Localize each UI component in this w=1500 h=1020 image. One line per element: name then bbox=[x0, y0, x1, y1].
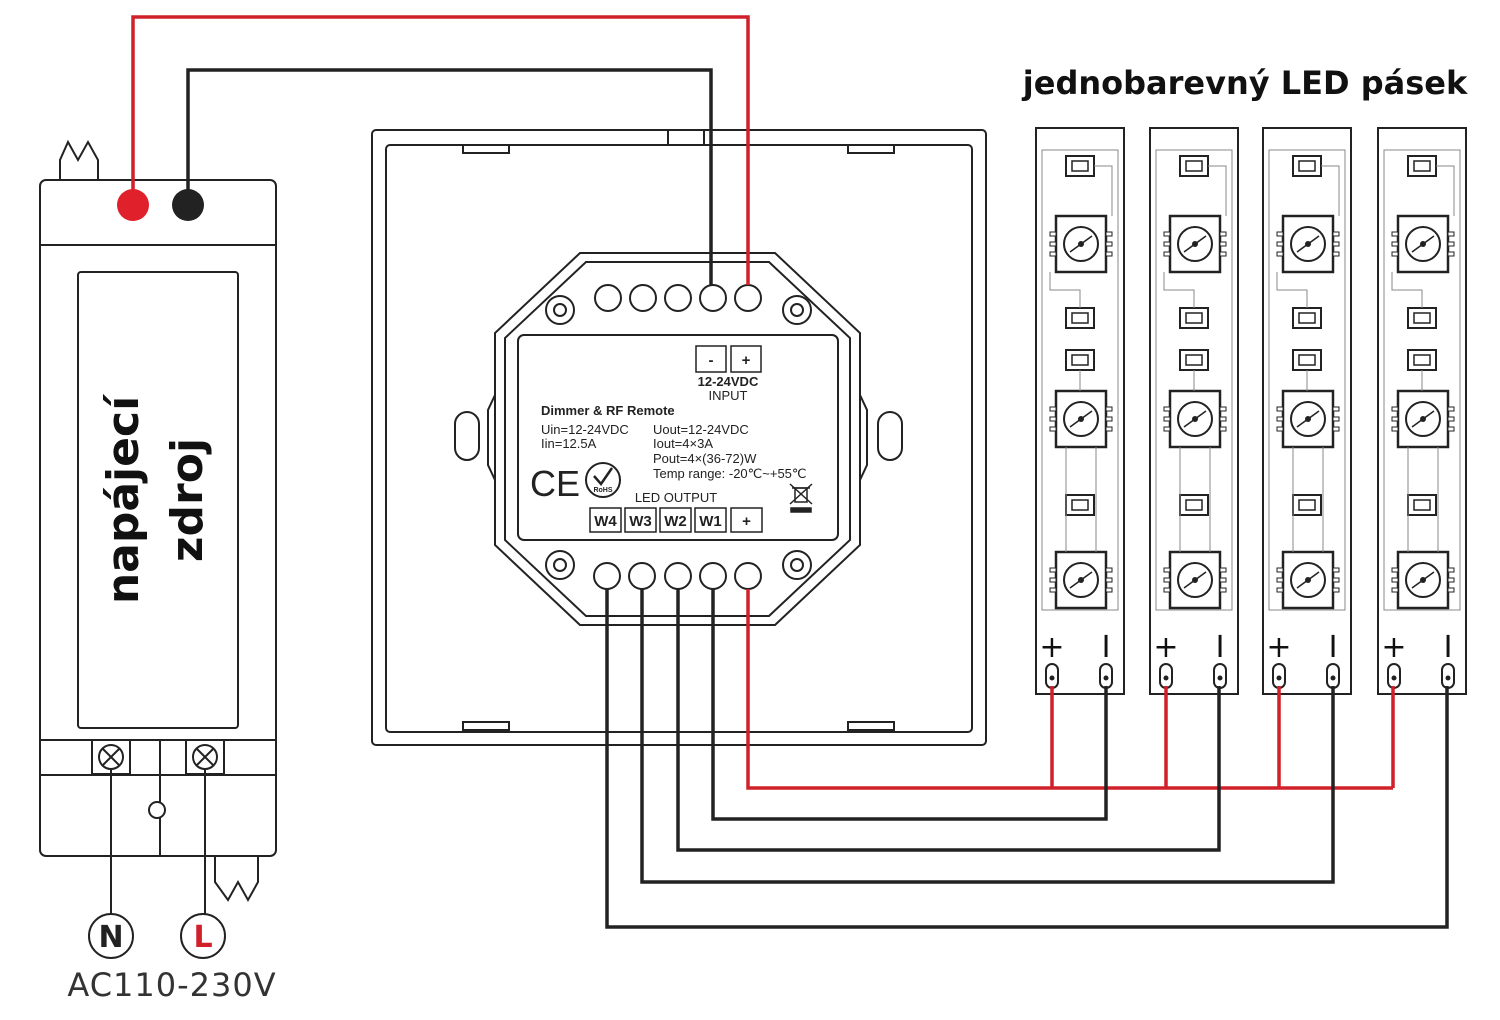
output-terminal-label: + bbox=[742, 513, 751, 530]
output-terminal-box bbox=[589, 507, 622, 533]
live-terminal bbox=[180, 913, 226, 959]
output-terminal-box bbox=[624, 507, 657, 533]
output-terminal-label: W1 bbox=[699, 513, 722, 530]
led-output-label: LED OUTPUT bbox=[635, 490, 717, 505]
output-terminal-label: W3 bbox=[629, 513, 652, 530]
led-strips: +I+I+I+I bbox=[1035, 127, 1467, 695]
live-label: L bbox=[193, 920, 212, 955]
wire-w2 bbox=[676, 589, 1221, 852]
psu-negative-terminal bbox=[172, 189, 204, 221]
output-terminal-box bbox=[659, 507, 692, 533]
psu-label-line2: zdroj bbox=[162, 438, 213, 562]
spec-uout: Uout=12-24VDC bbox=[653, 422, 749, 437]
strip-minus-label: I bbox=[1216, 630, 1225, 665]
resistor bbox=[1065, 307, 1095, 329]
rohs-icon: RoHS bbox=[585, 462, 621, 498]
strip-minus-label: I bbox=[1444, 630, 1453, 665]
resistor bbox=[1179, 494, 1209, 516]
resistor bbox=[1179, 307, 1209, 329]
input-label: INPUT bbox=[709, 388, 748, 403]
wire-common-positive bbox=[746, 589, 1393, 790]
led-strip: +I bbox=[1377, 127, 1467, 695]
rohs-label: RoHS bbox=[593, 487, 612, 494]
resistor bbox=[1292, 307, 1322, 329]
output-terminal-box bbox=[730, 507, 763, 533]
led-strip: +I bbox=[1262, 127, 1352, 695]
resistor bbox=[1292, 155, 1322, 177]
wire-w3 bbox=[640, 589, 1335, 884]
wires bbox=[131, 15, 1449, 929]
input-minus-label: - bbox=[709, 352, 714, 369]
wire-w1 bbox=[711, 589, 1108, 821]
led-strip: +I bbox=[1035, 127, 1125, 695]
psu-label: napájecí zdroj bbox=[98, 393, 213, 604]
strip-title: jednobarevný LED pásek bbox=[1021, 64, 1468, 102]
led-strip: +I bbox=[1149, 127, 1239, 695]
spec-pout: Pout=4×(36-72)W bbox=[653, 451, 757, 466]
strip-plus-label: + bbox=[1266, 630, 1291, 665]
output-terminal-box bbox=[694, 507, 727, 533]
resistor bbox=[1407, 494, 1437, 516]
output-terminal-label: W4 bbox=[594, 513, 617, 530]
resistor bbox=[1292, 349, 1322, 371]
controller-body bbox=[487, 252, 868, 626]
output-terminal-block: W4 W3 W2 W1 + bbox=[589, 507, 763, 533]
strip-plus-label: + bbox=[1381, 630, 1406, 665]
resistor bbox=[1407, 307, 1437, 329]
spec-uin: Uin=12-24VDC bbox=[541, 422, 629, 437]
psu-positive-terminal bbox=[117, 189, 149, 221]
strip-plus-label: + bbox=[1153, 630, 1178, 665]
resistor bbox=[1407, 155, 1437, 177]
ac-input: N L AC110-230V bbox=[67, 769, 276, 1004]
input-terminal-block: - + 12-24VDC INPUT bbox=[695, 345, 762, 403]
ce-mark: CE bbox=[530, 463, 580, 504]
wire-psu-negative bbox=[186, 68, 713, 285]
resistor bbox=[1179, 349, 1209, 371]
strip-plus-label: + bbox=[1039, 630, 1064, 665]
neutral-terminal bbox=[88, 913, 134, 959]
input-voltage-label: 12-24VDC bbox=[698, 374, 759, 389]
strip-minus-label: I bbox=[1102, 630, 1111, 665]
spec-iin: Iin=12.5A bbox=[541, 436, 597, 451]
power-supply bbox=[39, 139, 277, 903]
output-terminal-label: W2 bbox=[664, 513, 687, 530]
controller-name: Dimmer & RF Remote bbox=[541, 403, 675, 418]
resistor bbox=[1292, 494, 1322, 516]
spec-iout: Iout=4×3A bbox=[653, 436, 713, 451]
resistor bbox=[1065, 155, 1095, 177]
strip-minus-label: I bbox=[1329, 630, 1338, 665]
spec-temp: Temp range: -20℃~+55℃ bbox=[653, 466, 807, 481]
resistor bbox=[1179, 155, 1209, 177]
wire-psu-positive bbox=[131, 15, 750, 285]
resistor bbox=[1065, 494, 1095, 516]
resistor bbox=[1407, 349, 1437, 371]
psu-label-line1: napájecí bbox=[98, 393, 149, 604]
ac-voltage-label: AC110-230V bbox=[67, 966, 276, 1004]
wire-w4 bbox=[605, 589, 1449, 929]
weee-bin-icon bbox=[789, 483, 813, 513]
controller-specs: Dimmer & RF Remote Uin=12-24VDC Iin=12.5… bbox=[530, 403, 813, 513]
input-plus-label: + bbox=[742, 352, 751, 369]
resistor bbox=[1065, 349, 1095, 371]
neutral-label: N bbox=[98, 920, 123, 955]
